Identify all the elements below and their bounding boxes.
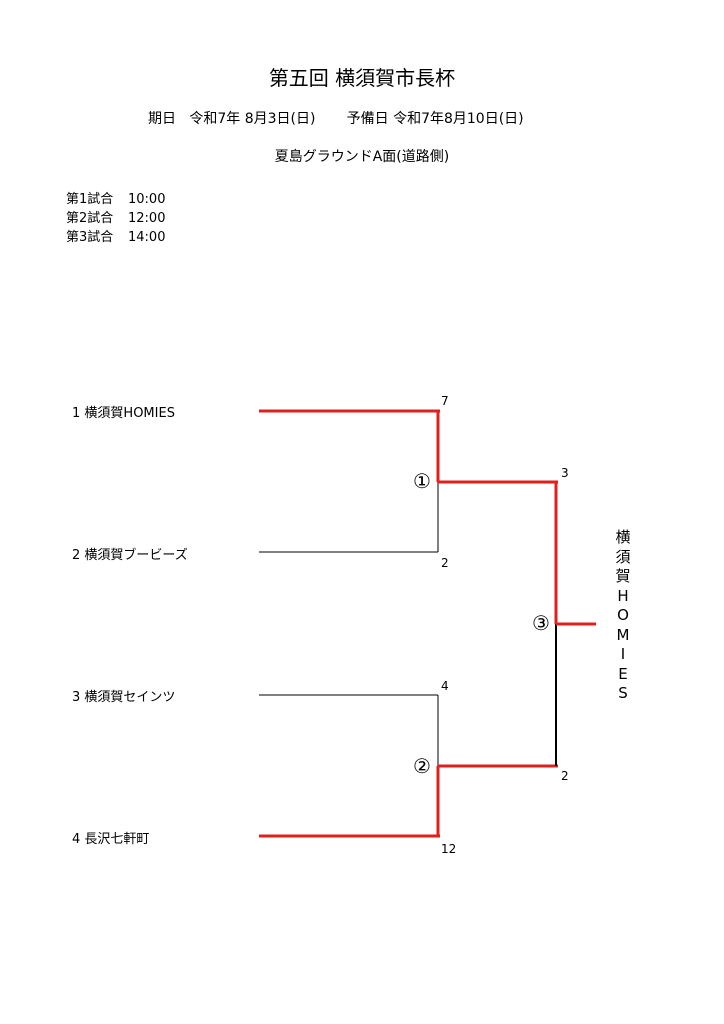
team-entry: 1 横須賀HOMIES [72,402,175,421]
champion-char: 賀 [615,567,631,585]
date-line: 期日 令和7年 8月3日(日) 予備日 令和7年8月10日(日) [148,108,524,128]
team-seed: 2 [72,548,81,563]
match-score: 3 [561,466,569,480]
schedule-game: 第3試合 [66,230,114,245]
match-score: 2 [561,769,569,783]
schedule-game: 第1試合 [66,192,114,207]
match-score: 2 [441,556,449,570]
schedule-time: 12:00 [128,211,166,226]
team-seed: 1 [72,406,81,421]
team-seed: 3 [72,690,81,705]
team-name: 横須賀ブービーズ [84,548,188,563]
champion-char: S [618,684,628,702]
reserve-date-label: 予備日 [346,111,389,127]
team-seed: 4 [72,832,81,847]
match-score: 12 [441,842,457,856]
match-number: ② [413,754,431,778]
team-entry: 4 長沢七軒町 [72,828,149,847]
reserve-date-value: 令和7年8月10日(日) [393,111,524,127]
page-title: 第五回 横須賀市長杯 [268,66,456,90]
team-name: 長沢七軒町 [84,832,150,847]
team-name: 横須賀セインツ [84,690,176,705]
team-entry: 3 横須賀セインツ [72,686,175,705]
date-label: 期日 [148,111,176,127]
champion-char: H [617,586,629,605]
schedule-game: 第2試合 [66,211,114,226]
champion-name: 横 須 賀 H O M I E S [612,528,634,704]
schedule-row: 第2試合 12:00 [66,207,165,226]
match-number: ③ [532,611,550,635]
venue: 夏島グラウンドA面(道路側) [274,149,450,165]
match-score: 4 [441,679,449,693]
champion-char: O [617,606,629,624]
champion-char: E [618,664,628,683]
match-score: 7 [441,394,449,408]
team-name: 横須賀HOMIES [84,406,175,421]
date-value: 令和7年 8月3日(日) [189,111,316,127]
schedule-row: 第3試合 14:00 [66,226,165,245]
champion-char: M [616,625,630,644]
schedule-row: 第1試合 10:00 [66,188,165,207]
match-number: ① [413,469,431,493]
champion-char: I [620,645,626,663]
champion-char: 横 [615,528,631,546]
schedule-time: 10:00 [128,192,166,207]
champion-char: 須 [615,547,631,566]
schedule-time: 14:00 [128,230,166,245]
team-entry: 2 横須賀ブービーズ [72,544,188,563]
